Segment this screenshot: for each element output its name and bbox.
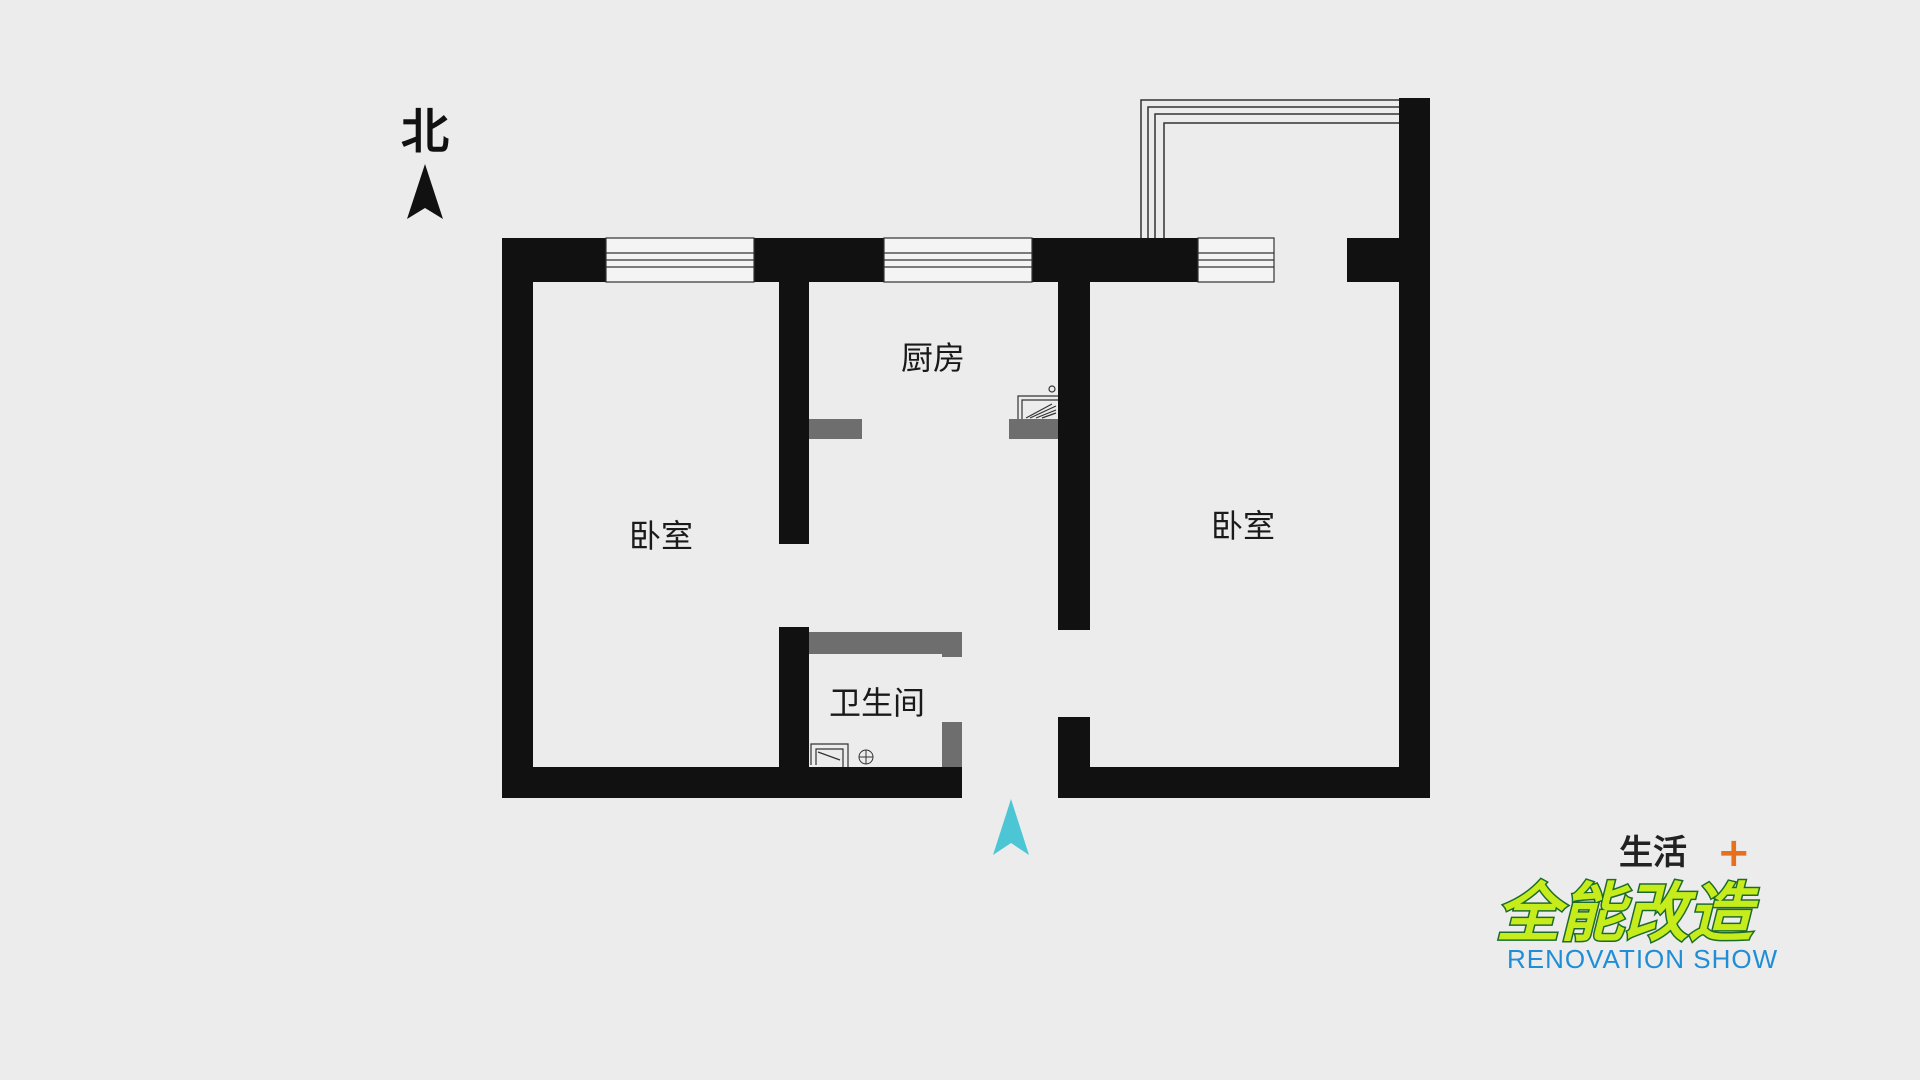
room-label-bedroom-east: 卧室	[1211, 507, 1275, 545]
window-west-bedroom	[605, 237, 755, 283]
wall-bedroom-bathroom	[779, 627, 809, 767]
north-arrow-icon	[407, 164, 443, 219]
window-kitchen	[883, 237, 1033, 283]
room-label-bathroom: 卫生间	[829, 684, 925, 722]
bottom-wall-west	[502, 767, 962, 798]
wall-door-jamb-east	[1058, 717, 1090, 767]
balcony-railing	[1140, 99, 1399, 238]
logo-plus-text: +	[1717, 830, 1751, 876]
wall-kitchen-east-bedroom	[1058, 282, 1090, 630]
outer-walls	[502, 98, 1430, 798]
interior-walls	[779, 282, 1090, 767]
kitchen-counter-west	[809, 419, 862, 439]
room-label-bedroom-west: 卧室	[629, 517, 693, 555]
top-wall-east	[1032, 238, 1198, 282]
kitchen-counter-east	[1009, 419, 1058, 439]
logo-main-text: 全能改造	[1496, 877, 1759, 951]
bathroom-top-partition	[809, 632, 961, 654]
right-wall	[1399, 98, 1430, 798]
logo-top-text: 生活	[1619, 833, 1687, 873]
logo-sub-text: RENOVATION SHOW	[1507, 944, 1778, 974]
north-label: 北	[401, 104, 449, 160]
partitions	[809, 419, 1058, 767]
floor-drain-icon	[858, 749, 874, 765]
kitchen-stove-icon	[1017, 385, 1058, 419]
windows	[605, 237, 1275, 283]
entrance-arrow-icon	[993, 799, 1029, 855]
window-east-bedroom	[1197, 237, 1275, 283]
bathroom-top-partition-end	[942, 632, 962, 657]
show-logo: 生活 + 全能改造 RENOVATION SHOW	[1495, 830, 1778, 974]
room-label-kitchen: 厨房	[901, 339, 965, 377]
left-wall	[502, 238, 533, 798]
bathroom-sink-icon	[810, 743, 849, 767]
top-wall-mid	[754, 238, 884, 282]
bathroom-side-partition	[942, 722, 962, 767]
bottom-wall-east	[1058, 767, 1430, 798]
wall-bedroom-kitchen	[779, 282, 809, 544]
top-wall-far-east	[1347, 238, 1399, 282]
